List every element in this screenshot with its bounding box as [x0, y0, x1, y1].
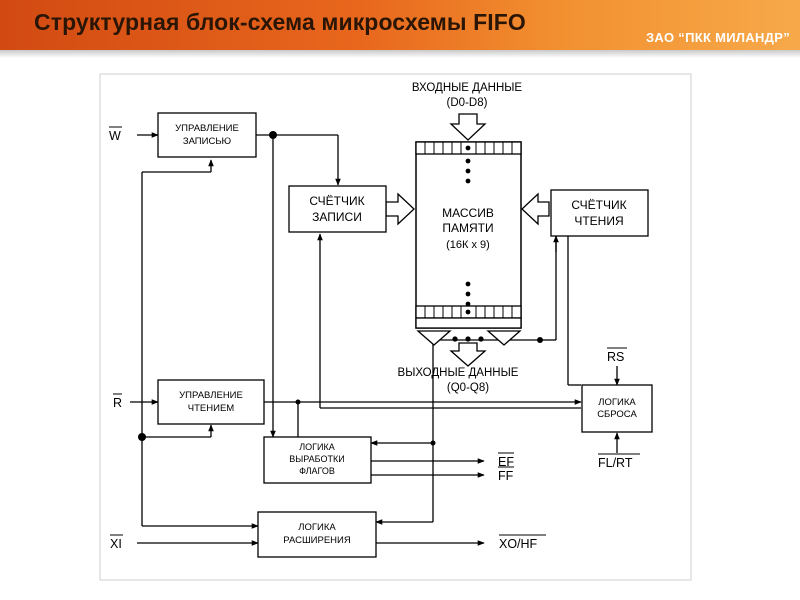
bus-arrows [385, 113, 550, 367]
page-title: Структурная блок-схема микросхемы FIFO [34, 9, 526, 35]
data-in-label: ВХОДНЫЕ ДАННЫЕ [412, 82, 523, 94]
signal-ef: EF [498, 455, 514, 469]
title-banner: Структурная блок-схема микросхемы FIFO З… [0, 0, 800, 50]
flag-logic-line3: ФЛАГОВ [299, 466, 335, 476]
expansion-logic-line2: РАСШИРЕНИЯ [283, 535, 351, 546]
signal-xo-hf: XO/HF [499, 537, 538, 551]
signal-w: W [109, 129, 121, 143]
data-out-arrow [449, 342, 487, 367]
banner-shadow [0, 50, 800, 58]
write-counter-arrow [385, 192, 415, 226]
write-counter-line2: ЗАПИСИ [312, 210, 362, 224]
diagram-panel [99, 73, 692, 581]
write-control-line2: ЗАПИСЬЮ [183, 136, 232, 147]
signal-fl-rt: FL/RT [598, 456, 633, 470]
signal-ff: FF [498, 469, 514, 483]
read-control-block: УПРАВЛЕНИЕ ЧТЕНИЕМ [157, 379, 265, 425]
reset-logic-line2: СБРОСА [597, 409, 637, 420]
data-out-label: ВЫХОДНЫЕ ДАННЫЕ [398, 367, 519, 379]
memory-array-line2: ПАМЯТИ [442, 221, 493, 235]
expansion-logic-block: ЛОГИКА РАСШИРЕНИЯ [257, 511, 377, 558]
company-name: ЗАО “ПКК МИЛАНДР” [645, 30, 790, 45]
output-buffer-left [416, 330, 452, 346]
flag-logic-line2: ВЫРАБОТКИ [289, 454, 344, 464]
flag-logic-block: ЛОГИКА ВЫРАБОТКИ ФЛАГОВ [263, 436, 372, 484]
data-out-bus-label: (Q0-Q8) [447, 382, 489, 394]
write-counter-line1: СЧЁТЧИК [309, 194, 364, 208]
flag-logic-line1: ЛОГИКА [299, 442, 335, 452]
reset-logic-block: ЛОГИКА СБРОСА [581, 384, 653, 433]
memory-array-line1: МАССИВ [442, 206, 494, 220]
memory-array: МАССИВ ПАМЯТИ (16К х 9) [415, 141, 522, 342]
read-control-line1: УПРАВЛЕНИЕ [179, 390, 243, 401]
data-in-bus-label: (D0-D8) [447, 97, 488, 109]
read-control-line2: ЧТЕНИЕМ [188, 403, 234, 414]
output-buffer-right [486, 330, 522, 346]
write-control-line1: УПРАВЛЕНИЕ [175, 123, 239, 134]
expansion-logic-line1: ЛОГИКА [298, 522, 336, 533]
read-counter-arrow [521, 192, 550, 226]
data-in-arrow [449, 113, 487, 141]
signal-xi: XI [110, 537, 122, 551]
signal-labels: W R XI RS FL/RT EF FF XO/HF [109, 129, 633, 551]
reset-logic-line1: ЛОГИКА [598, 397, 636, 408]
read-counter-line2: ЧТЕНИЯ [574, 214, 623, 228]
memory-array-line3: (16К х 9) [446, 239, 490, 251]
overbars [109, 126, 640, 536]
write-control-block: УПРАВЛЕНИЕ ЗАПИСЬЮ [157, 112, 257, 158]
write-counter-block: СЧЁТЧИК ЗАПИСИ [288, 185, 387, 233]
read-counter-block: СЧЁТЧИК ЧТЕНИЯ [550, 189, 649, 237]
read-counter-line1: СЧЁТЧИК [571, 198, 626, 212]
junction-dots [138, 131, 543, 446]
signal-rs: RS [607, 350, 624, 364]
signal-r: R [113, 396, 122, 410]
